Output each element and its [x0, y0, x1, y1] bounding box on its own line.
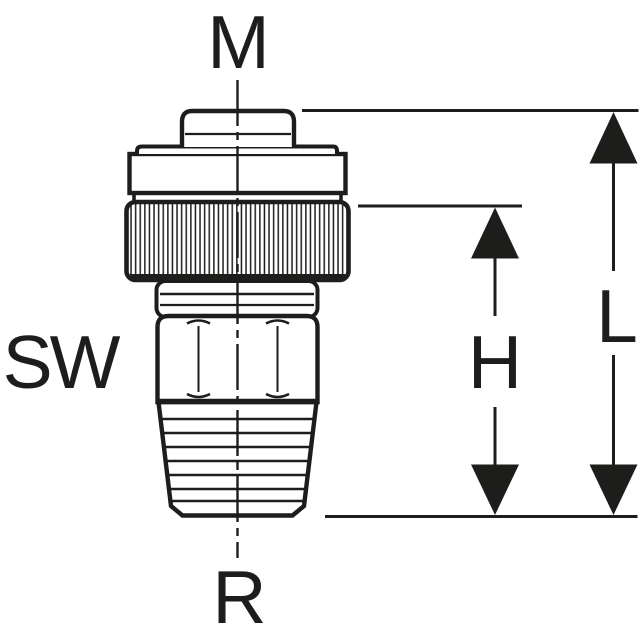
dimensioning: H L [302, 109, 639, 518]
dimension-h: H [468, 207, 522, 515]
l-arrow-down-icon [589, 464, 638, 515]
h-arrow-down-icon [471, 464, 519, 515]
label-sw: SW [3, 320, 121, 404]
label-r: R [212, 555, 266, 639]
fitting-body [124, 80, 351, 558]
h-arrow-up-icon [471, 207, 519, 259]
hex-fillet-bottom-right [265, 392, 290, 399]
dimension-l: L [589, 112, 638, 515]
hex-fillet-top-left [186, 319, 211, 325]
connection-labels: M SW R [3, 0, 270, 639]
label-l: L [596, 274, 638, 358]
hex-fillet-top-right [265, 319, 290, 325]
label-m: M [207, 0, 269, 84]
label-h: H [468, 320, 522, 404]
l-arrow-up-icon [589, 112, 638, 164]
hex-fillet-bottom-left [186, 392, 211, 399]
